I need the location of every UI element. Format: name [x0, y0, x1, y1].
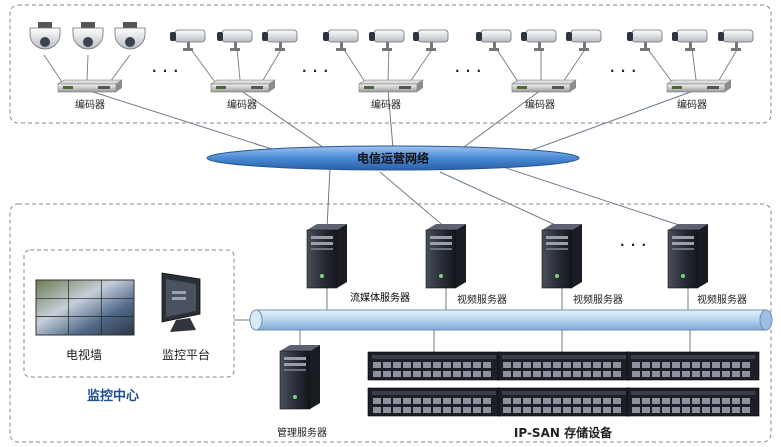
ellipsis-text: · · · [302, 64, 330, 78]
management-server-label: 管理服务器 [277, 428, 327, 439]
video-server-label: 视频服务器 [697, 295, 747, 306]
dome-camera-icon [29, 22, 61, 50]
ellipsis-text: · · · [152, 64, 180, 78]
storage-array-icon [367, 351, 501, 381]
encoder-label: 编码器 [227, 100, 257, 111]
platform-label: 监控平台 [161, 348, 211, 362]
ellipsis-text: · · · [455, 64, 483, 78]
video-server-label: 视频服务器 [457, 295, 507, 306]
dome-camera-icon [114, 22, 146, 50]
encoder-label: 编码器 [677, 100, 707, 111]
camera-region-box [9, 4, 772, 124]
monitor-icon [161, 272, 201, 332]
ellipsis-text: · · · [620, 238, 648, 252]
video-server-label: 视频服务器 [573, 295, 623, 306]
monitor-subgroup-box [23, 249, 235, 378]
stream-server-label: 流媒体服务器 [350, 293, 410, 304]
ellipsis-text: · · · [610, 64, 638, 78]
server-tower-icon [306, 224, 347, 289]
encoder-label: 编码器 [371, 100, 401, 111]
storage-label: IP-SAN 存储设备 [513, 426, 613, 440]
encoder-label: 编码器 [525, 100, 555, 111]
dome-camera-icon [72, 22, 104, 50]
network-ellipse [206, 145, 580, 171]
bullet-camera-icon [170, 29, 206, 51]
monitor-center-title: 监控中心 [86, 389, 140, 404]
encoder-label: 编码器 [75, 100, 105, 111]
tv-wall-icon [35, 279, 135, 336]
network-label: 电信运营网络 [356, 151, 430, 166]
encoder-icon [57, 79, 123, 93]
lan-bus [249, 309, 773, 331]
tv-wall-label: 电视墙 [65, 348, 103, 362]
